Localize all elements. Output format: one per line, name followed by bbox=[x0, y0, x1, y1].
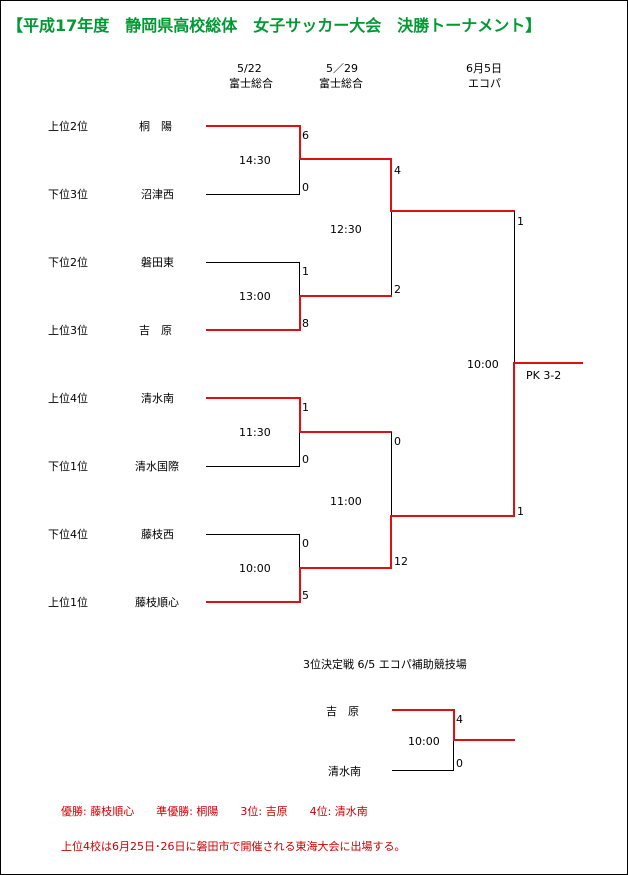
round2-venue: 富士総合 bbox=[319, 77, 363, 90]
semi2-score-bottom: 12 bbox=[394, 555, 408, 568]
final-standings: 優勝: 藤枝順心 準優勝: 桐陽 3位: 吉原 4位: 清水南 bbox=[61, 805, 368, 818]
match2-score-top: 1 bbox=[302, 265, 309, 278]
third-place-score-bottom: 0 bbox=[456, 757, 463, 770]
bracket-line bbox=[299, 432, 300, 466]
final-pk-result: PK 3-2 bbox=[526, 369, 562, 382]
winner-line bbox=[392, 709, 455, 711]
winner-line bbox=[299, 567, 301, 603]
bracket-line bbox=[206, 466, 300, 467]
match3-time: 11:30 bbox=[239, 426, 271, 439]
semi1-score-top: 4 bbox=[394, 164, 401, 177]
winner-line bbox=[390, 515, 392, 569]
team-name: 藤枝順心 bbox=[135, 596, 179, 609]
match4-score-top: 0 bbox=[302, 537, 309, 550]
match3-score-top: 1 bbox=[302, 401, 309, 414]
winner-line bbox=[299, 397, 301, 432]
winner-line bbox=[453, 709, 455, 740]
bracket-line bbox=[391, 432, 392, 516]
winner-line bbox=[299, 567, 392, 569]
team-name: 桐 陽 bbox=[139, 120, 172, 133]
round3-date: 6月5日 bbox=[466, 62, 502, 75]
semi2-time: 11:00 bbox=[330, 495, 362, 508]
bracket-line bbox=[514, 211, 515, 363]
winner-line bbox=[299, 431, 392, 433]
team-seed: 上位4位 bbox=[48, 392, 88, 405]
team-seed: 下位1位 bbox=[48, 460, 88, 473]
winner-line bbox=[513, 362, 583, 364]
winner-line bbox=[390, 158, 392, 211]
winner-line bbox=[206, 329, 301, 331]
team-name: 沼津西 bbox=[141, 188, 174, 201]
page-title: 【平成17年度 静岡県高校総体 女子サッカー大会 決勝トーナメント】 bbox=[7, 16, 542, 35]
team-name: 磐田東 bbox=[141, 256, 174, 269]
final-time: 10:00 bbox=[467, 358, 499, 371]
match3-score-bottom: 0 bbox=[302, 453, 309, 466]
bracket-line bbox=[206, 194, 300, 195]
final-score-bottom: 1 bbox=[517, 505, 524, 518]
winner-line bbox=[299, 125, 301, 159]
team-seed: 下位2位 bbox=[48, 256, 88, 269]
team-seed: 上位3位 bbox=[48, 324, 88, 337]
semi2-score-top: 0 bbox=[394, 435, 401, 448]
winner-line bbox=[299, 295, 301, 331]
winner-line bbox=[206, 125, 301, 127]
team-name: 清水国際 bbox=[135, 460, 179, 473]
team-seed: 上位1位 bbox=[48, 596, 88, 609]
team-seed: 下位4位 bbox=[48, 528, 88, 541]
bracket-line bbox=[299, 159, 300, 194]
winner-line bbox=[513, 363, 515, 517]
winner-line bbox=[206, 397, 301, 399]
match1-score-top: 6 bbox=[302, 129, 309, 142]
match1-score-bottom: 0 bbox=[302, 181, 309, 194]
winner-line bbox=[390, 210, 515, 212]
tokai-qualification-note: 上位4校は6月25日･26日に磐田市で開催される東海大会に出場する。 bbox=[61, 840, 406, 853]
team-seed: 下位3位 bbox=[48, 188, 88, 201]
bracket-line bbox=[299, 534, 300, 568]
winner-line bbox=[299, 158, 392, 160]
round3-venue: エコパ bbox=[468, 77, 501, 90]
third-place-team-top: 吉 原 bbox=[326, 705, 359, 718]
match4-time: 10:00 bbox=[239, 562, 271, 575]
bracket-line bbox=[299, 262, 300, 296]
winner-line bbox=[390, 515, 515, 517]
third-place-score-top: 4 bbox=[456, 713, 463, 726]
semi1-score-bottom: 2 bbox=[394, 283, 401, 296]
bracket-line bbox=[453, 740, 454, 770]
winner-line bbox=[299, 295, 392, 297]
semi1-time: 12:30 bbox=[330, 223, 362, 236]
bracket-line bbox=[206, 262, 300, 263]
bracket-line bbox=[391, 211, 392, 295]
bracket-line bbox=[206, 534, 300, 535]
final-score-top: 1 bbox=[517, 215, 524, 228]
team-seed: 上位2位 bbox=[48, 120, 88, 133]
third-place-time: 10:00 bbox=[408, 735, 440, 748]
third-place-heading: 3位決定戦 6/5 エコパ補助競技場 bbox=[303, 658, 467, 671]
third-place-team-bottom: 清水南 bbox=[328, 765, 361, 778]
team-name: 藤枝西 bbox=[141, 528, 174, 541]
match1-time: 14:30 bbox=[239, 154, 271, 167]
team-name: 吉 原 bbox=[139, 324, 172, 337]
round2-date: 5／29 bbox=[326, 62, 358, 75]
round1-venue: 富士総合 bbox=[229, 77, 273, 90]
team-name: 清水南 bbox=[141, 392, 174, 405]
bracket-line bbox=[392, 770, 454, 771]
match4-score-bottom: 5 bbox=[302, 589, 309, 602]
round1-date: 5/22 bbox=[237, 62, 262, 75]
match2-time: 13:00 bbox=[239, 290, 271, 303]
match2-score-bottom: 8 bbox=[302, 317, 309, 330]
winner-line bbox=[453, 739, 515, 741]
winner-line bbox=[206, 601, 301, 603]
